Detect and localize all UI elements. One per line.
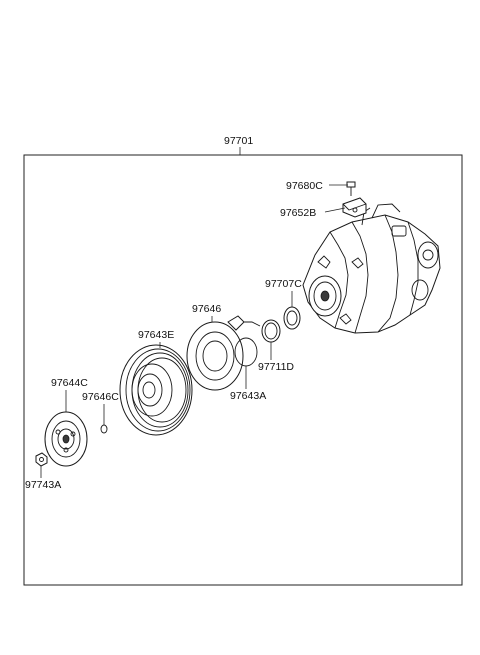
clutch-hub-97644c (44, 411, 88, 467)
field-coil-97646 (186, 315, 261, 391)
part-label-97646c: 97646C (82, 391, 119, 403)
shim-97646c (100, 424, 108, 434)
part-label-97743a: 97743A (25, 479, 61, 491)
part-label-97643e: 97643E (138, 329, 174, 341)
part-label-97646: 97646 (192, 303, 221, 315)
leader-97652b (324, 207, 346, 213)
oring-97707c (283, 306, 301, 330)
part-label-97652b: 97652B (280, 207, 316, 219)
assembly-part-label: 97701 (224, 135, 253, 147)
bracket-97652b (342, 197, 367, 218)
snap-ring-97711d (261, 319, 281, 343)
part-label-97711d: 97711D (258, 361, 294, 373)
part-label-97644c: 97644C (51, 377, 88, 389)
part-label-97680c: 97680C (286, 180, 323, 192)
assembly-frame (23, 154, 463, 586)
pulley-97643e (119, 344, 193, 436)
part-label-97707c: 97707C (265, 278, 302, 290)
bolt-97680c (346, 181, 356, 196)
part-label-97643a: 97643A (230, 390, 266, 402)
compressor-shaft-boss (308, 275, 342, 317)
nut-97743a (35, 452, 48, 467)
